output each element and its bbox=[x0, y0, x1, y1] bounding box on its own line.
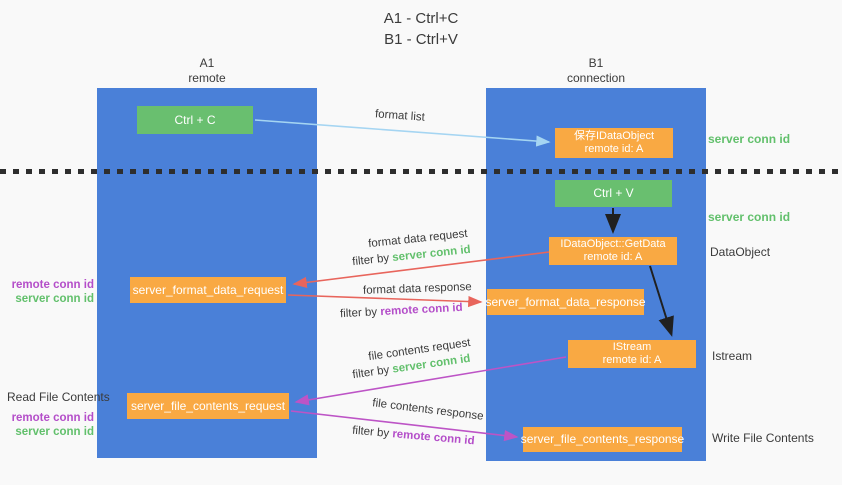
node-save-idataobject: 保存IDataObject remote id: A bbox=[555, 128, 673, 158]
node-server-format-data-request: server_format_data_request bbox=[130, 277, 286, 303]
label-server-conn-id-left-2: server conn id bbox=[15, 426, 94, 438]
node-getdata-line2: remote id: A bbox=[583, 251, 643, 263]
label-remote-conn-id-left-2: remote conn id bbox=[11, 412, 94, 424]
arrow-file-contents-response bbox=[290, 410, 519, 442]
filter-prefix: filter by bbox=[339, 306, 381, 321]
arrow-format-data-response bbox=[287, 294, 483, 308]
dotted-separator-line bbox=[0, 169, 842, 174]
left-conn-id-stack-1: remote conn id server conn id bbox=[0, 278, 94, 306]
label-read-file-contents: Read File Contents bbox=[7, 390, 110, 404]
title-line-1: A1 - Ctrl+C bbox=[383, 10, 459, 27]
label-write-file-contents: Write File Contents bbox=[712, 431, 814, 445]
diagram-title: A1 - Ctrl+C B1 - Ctrl+V bbox=[0, 8, 842, 50]
title-line-2: B1 - Ctrl+V bbox=[384, 31, 458, 48]
lane-b1-name: B1 bbox=[588, 56, 604, 70]
node-save-idataobject-line1: 保存IDataObject bbox=[573, 130, 655, 142]
label-istream: Istream bbox=[712, 349, 753, 363]
node-ctrl-c: Ctrl + C bbox=[137, 106, 253, 134]
node-server-file-contents-request: server_file_contents_request bbox=[127, 393, 289, 419]
node-server-file-contents-response: server_file_contents_response bbox=[521, 427, 684, 452]
node-server-format-data-response: server_format_data_response bbox=[485, 289, 646, 315]
label-remote-conn-id-left-1: remote conn id bbox=[11, 279, 94, 291]
lane-header-b1: B1 connection bbox=[486, 56, 706, 86]
label-server-conn-id-right-top: server conn id bbox=[708, 132, 791, 146]
arrow-file-contents-request bbox=[294, 356, 567, 406]
node-istream-line1: IStream bbox=[612, 341, 652, 353]
lane-a1-subtitle: remote bbox=[188, 71, 226, 85]
lane-a1-name: A1 bbox=[199, 56, 215, 70]
label-server-conn-id-right-mid: server conn id bbox=[708, 210, 791, 224]
label-server-conn-id-left-1: server conn id bbox=[15, 293, 94, 305]
arrow-format-data-request bbox=[292, 251, 550, 288]
node-save-idataobject-line2: remote id: A bbox=[584, 143, 644, 155]
node-idataobject-getdata: IDataObject::GetData remote id: A bbox=[549, 237, 677, 265]
node-istream-line2: remote id: A bbox=[602, 354, 662, 366]
lane-header-a1: A1 remote bbox=[97, 56, 317, 86]
node-istream: IStream remote id: A bbox=[568, 340, 696, 368]
node-getdata-line1: IDataObject::GetData bbox=[560, 238, 666, 250]
arrow-format-list bbox=[254, 119, 551, 147]
node-ctrl-v: Ctrl + V bbox=[555, 180, 672, 207]
arrow-getdata-to-istream bbox=[649, 265, 674, 337]
left-conn-id-stack-2: remote conn id server conn id bbox=[0, 411, 94, 439]
lane-b1-subtitle: connection bbox=[566, 71, 626, 85]
label-dataobject: DataObject bbox=[710, 245, 771, 259]
